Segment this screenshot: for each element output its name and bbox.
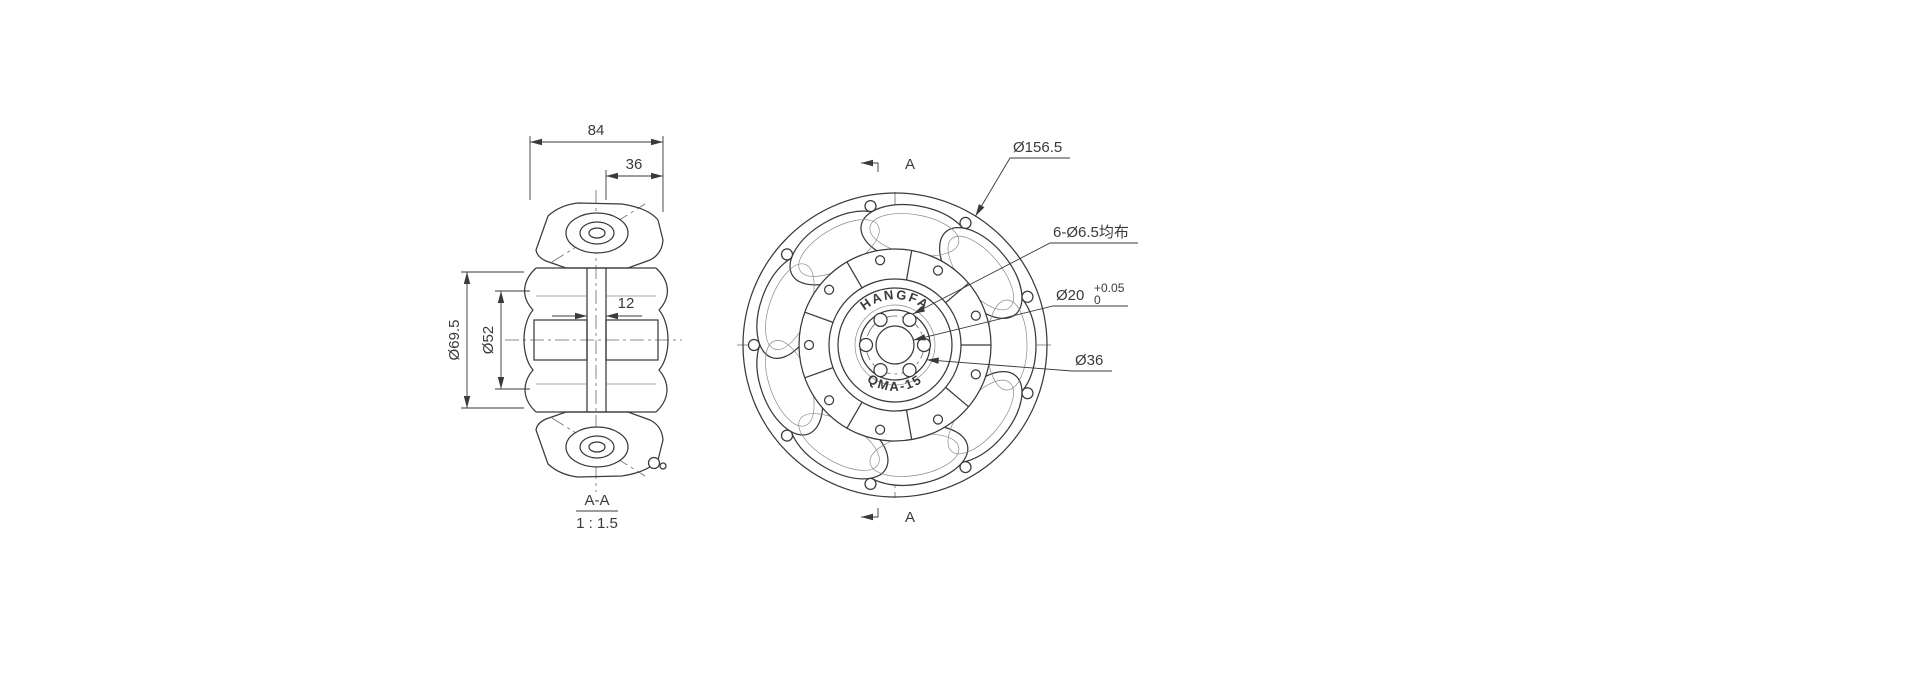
screw-head bbox=[874, 255, 886, 266]
top-bolt-head bbox=[579, 221, 615, 245]
hub-left-section bbox=[533, 319, 588, 361]
bottom-roller-section bbox=[535, 411, 664, 478]
leader-bore bbox=[913, 305, 1128, 341]
roller-pin bbox=[864, 477, 877, 491]
section-title: A-A bbox=[584, 492, 609, 509]
dim-bolt-pattern: 6-Ø6.5均布 bbox=[1053, 224, 1129, 241]
section-scale: 1 : 1.5 bbox=[576, 515, 618, 532]
bolt-holes bbox=[858, 312, 932, 378]
top-bolt-hole bbox=[588, 227, 606, 239]
roller-pin bbox=[780, 248, 794, 261]
roller-pin bbox=[1021, 290, 1034, 303]
section-arrow-a-bottom-label: A bbox=[905, 509, 915, 526]
hub-text-ring bbox=[854, 304, 936, 386]
roller-pin bbox=[864, 199, 877, 213]
bottom-bolt-head bbox=[579, 435, 615, 459]
front-view-group: HANGFA QMA-15 A A Ø156.5 6-Ø6.5均布 Ø20 +0… bbox=[737, 139, 1138, 526]
roller-pin bbox=[647, 456, 661, 470]
roller-pins bbox=[747, 199, 1034, 491]
dim-d156-5: Ø156.5 bbox=[1013, 139, 1062, 156]
dim-d52: Ø52 bbox=[480, 326, 497, 354]
bolt-hole bbox=[873, 312, 888, 328]
hub-spokes bbox=[804, 250, 991, 440]
dim-36: 36 bbox=[626, 156, 643, 173]
dim-d20-tol-upper: +0.05 bbox=[1094, 281, 1125, 295]
hub-right-profile bbox=[655, 267, 669, 413]
screw-head bbox=[932, 414, 944, 425]
roller-pin-tip bbox=[659, 462, 667, 470]
wheel-envelope-circle bbox=[742, 192, 1048, 498]
section-cut-mark-top bbox=[861, 159, 879, 172]
leader-bolt-pattern bbox=[912, 242, 1138, 315]
top-roller-section bbox=[535, 202, 664, 269]
section-view-group: 84 36 12 Ø69.5 Ø52 A-A 1 : 1.5 bbox=[446, 122, 682, 532]
roller-pin bbox=[1021, 387, 1034, 400]
roller-pin bbox=[959, 460, 972, 474]
hub-model-text: QMA-15 bbox=[865, 371, 923, 394]
leader-d156-5 bbox=[975, 157, 1070, 217]
section-cut-mark-bottom bbox=[861, 508, 879, 521]
bolt-hole bbox=[916, 337, 932, 353]
roller-pin bbox=[747, 338, 761, 352]
screw-head bbox=[823, 284, 835, 295]
dim-d20: Ø20 bbox=[1056, 287, 1084, 304]
hub-ring-outer bbox=[828, 278, 962, 412]
hub-right-section bbox=[605, 319, 659, 361]
dim-84: 84 bbox=[588, 122, 605, 139]
screw-head bbox=[823, 395, 835, 406]
hub-ring-inner bbox=[837, 287, 953, 403]
screw-head bbox=[970, 310, 981, 321]
screw-head bbox=[970, 369, 981, 380]
roller-pin bbox=[959, 216, 972, 230]
dim-d36: Ø36 bbox=[1075, 352, 1103, 369]
section-arrow-a-top-label: A bbox=[905, 156, 915, 173]
bottom-bolt-hole bbox=[588, 441, 606, 453]
bolt-hole bbox=[902, 312, 917, 328]
center-bore bbox=[875, 325, 915, 365]
bolt-hole bbox=[873, 362, 888, 378]
dim-d20-tol-lower: 0 bbox=[1094, 293, 1101, 307]
svg-text:QMA-15: QMA-15 bbox=[865, 371, 925, 394]
screw-head bbox=[874, 424, 886, 435]
hub-screws bbox=[803, 255, 981, 435]
screw-head bbox=[932, 265, 944, 276]
screw-head bbox=[803, 339, 815, 351]
dim-d69-5: Ø69.5 bbox=[446, 320, 463, 361]
leader-d36 bbox=[926, 357, 1112, 372]
hub-left-profile bbox=[523, 267, 537, 413]
roller-pin bbox=[780, 429, 794, 442]
bolt-hole bbox=[902, 362, 917, 378]
bolt-hole bbox=[858, 337, 874, 353]
dim-12: 12 bbox=[618, 295, 635, 312]
